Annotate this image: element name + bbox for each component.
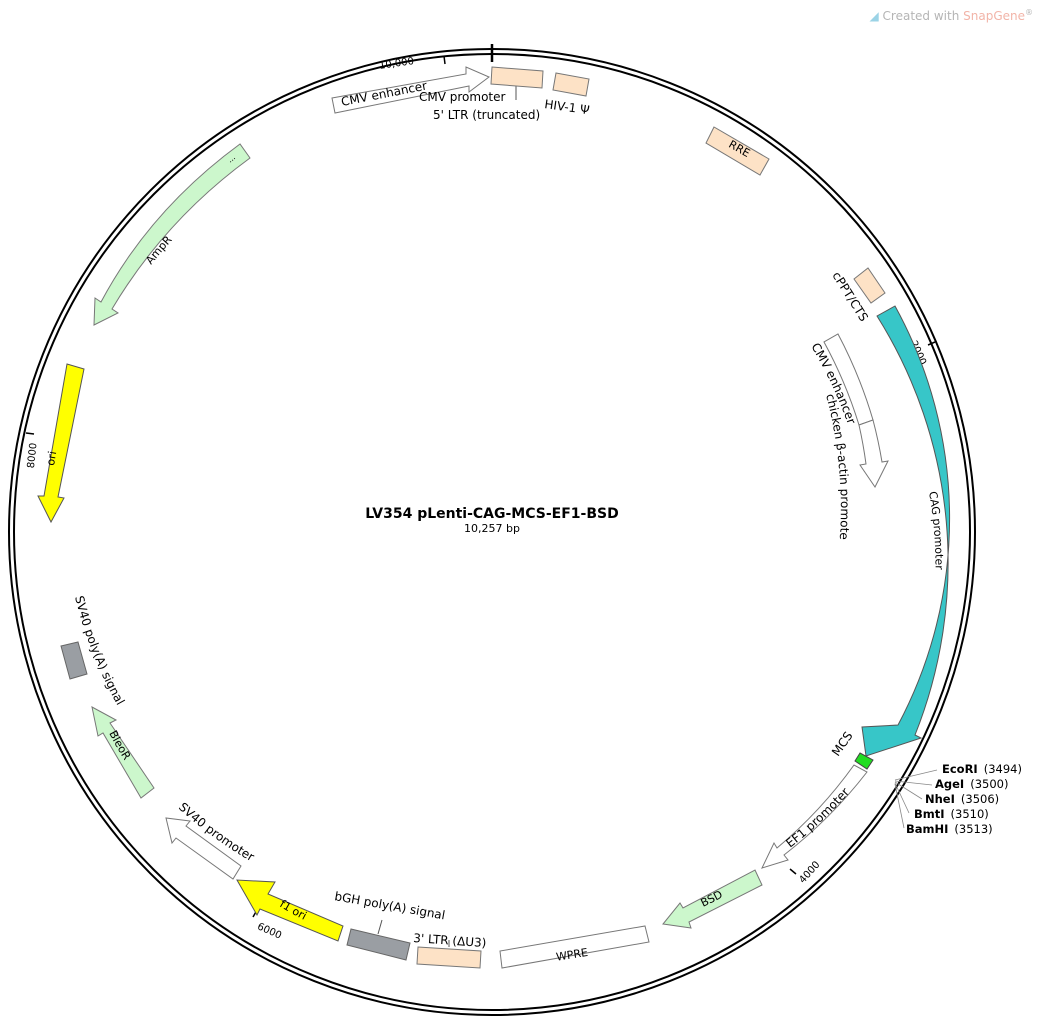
feature-wpre[interactable]: WPRE: [499, 925, 650, 969]
feature-label-hiv1-psi: HIV-1 Ψ: [544, 97, 591, 117]
tick-label: 10,000: [379, 56, 415, 72]
feature-ef1-promoter[interactable]: EF1 promoter: [761, 764, 868, 869]
feature-cag-promoter[interactable]: CAG promoter: [861, 305, 951, 757]
watermark-brand: SnapGene: [963, 9, 1025, 23]
tick-labels: 10,000 2000 4000 6000 8000: [26, 56, 928, 942]
feature-label: EF1 promoter: [783, 785, 852, 850]
feature-bsd[interactable]: BSD: [662, 869, 763, 929]
feature-label: WPRE: [555, 946, 589, 964]
feature-label-5-ltr: 5' LTR (truncated): [433, 108, 540, 122]
site-ecori[interactable]: EcoRI(3494): [942, 762, 1022, 776]
feature-label: CMV enhancer: [340, 79, 428, 109]
snapgene-watermark: ◢ Created with SnapGene®: [869, 8, 1033, 23]
watermark-icon: ◢: [869, 9, 879, 23]
feature-cppt-cts[interactable]: [853, 267, 886, 304]
feature-label-3-ltr: 3' LTR (ΔU3): [413, 931, 487, 950]
tick-marks: [25, 44, 936, 918]
feature-f1-ori[interactable]: f1 ori: [236, 879, 344, 942]
plasmid-name: LV354 pLenti-CAG-MCS-EF1-BSD: [365, 506, 618, 522]
feature-mcs[interactable]: [854, 752, 874, 770]
tick-label: 8000: [26, 442, 40, 468]
feature-bleor[interactable]: BleoR: [91, 706, 155, 799]
site-bamhi[interactable]: BamHI(3513): [906, 822, 993, 836]
feature-label: ori: [44, 450, 59, 466]
feature-label-bgh: bGH poly(A) signal: [333, 889, 446, 922]
watermark-prefix: Created with: [882, 9, 964, 23]
feature-label-cmv-promoter: CMV promoter: [419, 90, 506, 104]
feature-bgh-polya[interactable]: [346, 928, 411, 961]
feature-3-ltr[interactable]: [416, 946, 482, 969]
watermark-mark: ®: [1025, 8, 1033, 17]
feature-label-mcs: MCS: [829, 729, 856, 759]
feature-rre[interactable]: RRE: [705, 126, 770, 176]
tick-label: 6000: [255, 921, 283, 941]
feature-label: CAG promoter: [926, 490, 946, 570]
svg-text:...: ...: [226, 153, 238, 165]
site-agei[interactable]: AgeI(3500): [935, 777, 1008, 791]
restriction-sites: EcoRI(3494) AgeI(3500) NheI(3506) BmtI(3…: [906, 762, 1022, 836]
feature-sv40-polya[interactable]: [60, 641, 88, 680]
site-nhei[interactable]: NheI(3506): [925, 792, 999, 806]
feature-ori[interactable]: ori: [37, 363, 85, 524]
feature-sv40-promoter[interactable]: [165, 817, 242, 880]
feature-chicken-beta-actin[interactable]: [858, 419, 889, 488]
plasmid-length: 10,257 bp: [464, 522, 520, 535]
feature-hiv1-psi[interactable]: [552, 72, 590, 97]
site-bmti[interactable]: BmtI(3510): [914, 807, 989, 821]
restriction-site-leaders: [894, 769, 938, 829]
feature-5-ltr[interactable]: [490, 66, 544, 89]
